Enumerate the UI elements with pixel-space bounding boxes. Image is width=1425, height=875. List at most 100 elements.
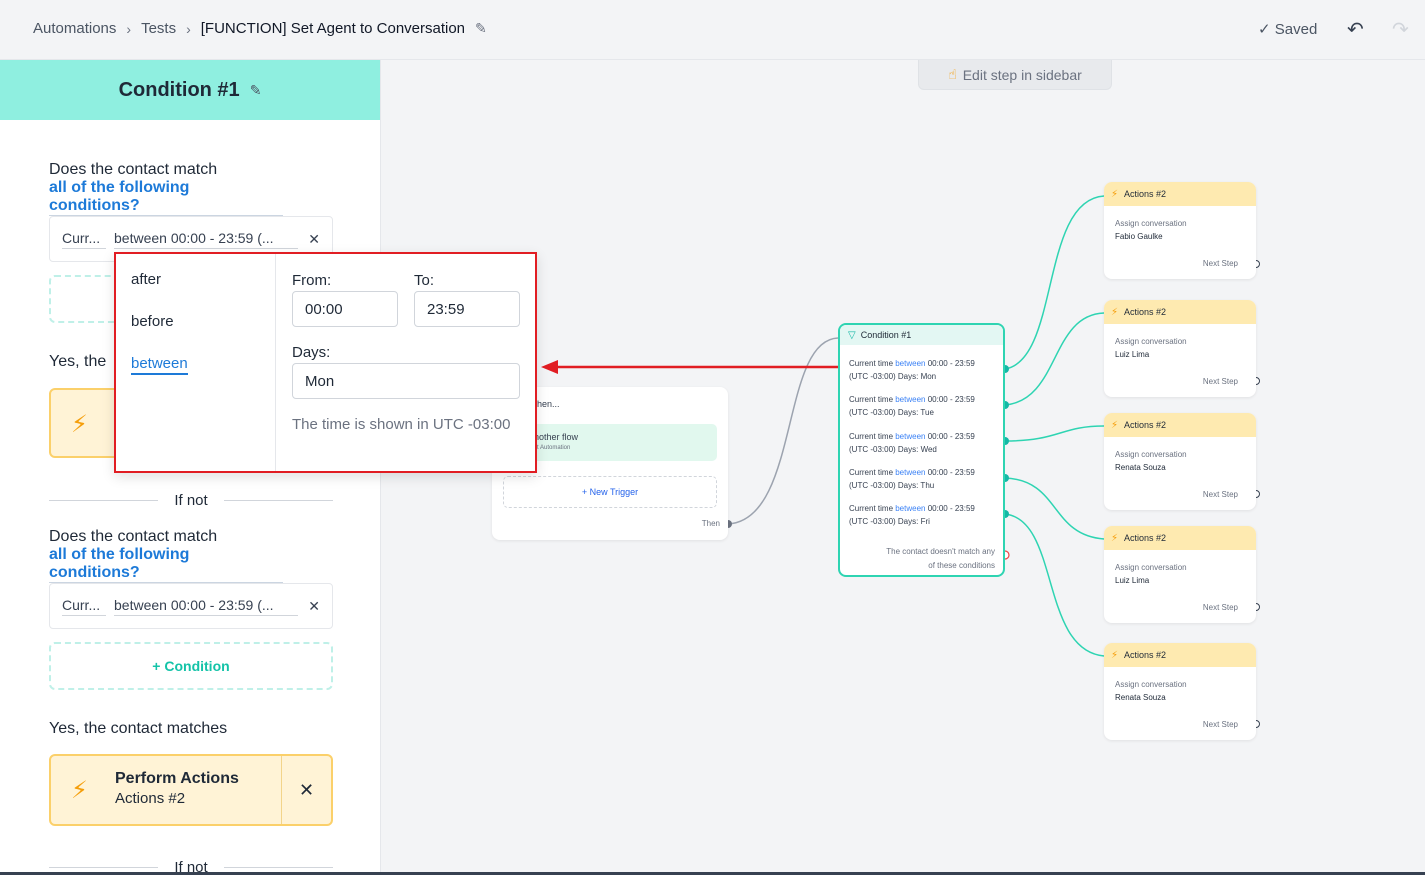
- breadcrumb-tests[interactable]: Tests: [141, 20, 177, 37]
- condition-node-row: Current time between 00:00 - 23:59(UTC -…: [849, 504, 975, 526]
- condition-node-row: Current time between 00:00 - 23:59(UTC -…: [849, 468, 975, 490]
- next-step-label[interactable]: Next Step: [1202, 259, 1238, 268]
- trigger-flow-sub: st Automation: [534, 445, 571, 451]
- to-time-input[interactable]: 23:59: [414, 291, 520, 327]
- lightning-icon: ⚡: [1111, 532, 1119, 544]
- operator-option-after[interactable]: after: [131, 271, 162, 288]
- days-select[interactable]: Mon: [292, 363, 520, 399]
- time-condition-popup: after before between From: 00:00 To: 23:…: [114, 252, 537, 473]
- yes-label: Yes, the contact matches: [49, 720, 228, 737]
- yes-label-partial: Yes, the: [49, 353, 107, 370]
- match-mode-link[interactable]: all of the following conditions?: [49, 179, 283, 216]
- action-label: Assign conversation: [1115, 337, 1187, 346]
- window-bottom-border: [0, 872, 1425, 875]
- to-label: To:: [414, 272, 435, 289]
- close-icon[interactable]: ✕: [308, 597, 320, 614]
- breadcrumb: Automations › Tests › [FUNCTION] Set Age…: [33, 20, 487, 37]
- match-mode-link[interactable]: all of the following conditions?: [49, 546, 283, 583]
- trigger-flow-title: nother flow: [534, 432, 579, 442]
- from-time-input[interactable]: 00:00: [292, 291, 398, 327]
- breadcrumb-automations[interactable]: Automations: [33, 20, 117, 37]
- condition-node-row: Current time between 00:00 - 23:59(UTC -…: [849, 395, 975, 417]
- close-icon[interactable]: ✕: [308, 230, 320, 247]
- trigger-flow-item[interactable]: nother flow st Automation: [522, 424, 717, 461]
- lightning-icon: ⚡: [1111, 649, 1119, 661]
- condition-node[interactable]: ▽ Condition #1 Current time between 00:0…: [838, 323, 1005, 577]
- condition-field[interactable]: Curr...: [62, 230, 106, 249]
- condition-node-title: Condition #1: [860, 330, 912, 340]
- days-label: Days:: [292, 344, 331, 361]
- hint-label: Edit step in sidebar: [962, 66, 1082, 83]
- then-label: Then: [701, 519, 720, 528]
- filter-icon: ▽: [848, 329, 856, 341]
- saved-status: ✓ Saved: [1258, 20, 1317, 38]
- operator-list: after before between: [116, 254, 276, 471]
- action-node-header: ⚡Actions #2: [1104, 300, 1256, 324]
- edit-step-hint: ☝ Edit step in sidebar: [918, 60, 1112, 90]
- if-not-divider: If not: [49, 857, 334, 875]
- action-node[interactable]: ⚡Actions #2 Assign conversation Luiz Lim…: [1104, 300, 1256, 397]
- operator-option-between[interactable]: between: [131, 355, 188, 375]
- redo-icon[interactable]: ↷: [1392, 19, 1409, 41]
- lightning-icon: ⚡: [1111, 419, 1119, 431]
- action-agent: Fabio Gaulke: [1115, 232, 1163, 241]
- from-label: From:: [292, 272, 332, 289]
- condition-node-row: Current time between 00:00 - 23:59(UTC -…: [849, 359, 975, 381]
- add-condition-button[interactable]: + Condition: [49, 642, 333, 690]
- breadcrumb-current: [FUNCTION] Set Agent to Conversation: [200, 20, 466, 37]
- undo-icon[interactable]: ↶: [1347, 19, 1364, 41]
- condition-node-header: ▽ Condition #1: [840, 325, 1003, 345]
- close-icon[interactable]: ✕: [281, 756, 331, 824]
- action-node[interactable]: ⚡Actions #2 Assign conversation Renata S…: [1104, 643, 1256, 740]
- perform-actions-card[interactable]: ⚡ Perform Actions Actions #2 ✕: [49, 754, 333, 826]
- next-step-label[interactable]: Next Step: [1202, 377, 1238, 386]
- next-step-label[interactable]: Next Step: [1202, 603, 1238, 612]
- top-bar: Automations › Tests › [FUNCTION] Set Age…: [0, 0, 1425, 60]
- match-question: Does the contact match all of the follow…: [49, 528, 283, 583]
- action-label: Assign conversation: [1115, 680, 1187, 689]
- action-node-header: ⚡Actions #2: [1104, 413, 1256, 437]
- condition-row[interactable]: Curr... between 00:00 - 23:59 (... ✕: [49, 216, 333, 262]
- perform-actions-subtitle: Actions #2: [115, 790, 186, 807]
- action-node-header: ⚡Actions #2: [1104, 526, 1256, 550]
- new-trigger-button[interactable]: + New Trigger: [503, 476, 717, 508]
- if-not-divider: If not: [49, 490, 334, 510]
- condition-field[interactable]: Curr...: [62, 597, 106, 616]
- action-label: Assign conversation: [1115, 563, 1187, 572]
- action-agent: Renata Souza: [1115, 693, 1166, 702]
- action-label: Assign conversation: [1115, 219, 1187, 228]
- edit-pencil-icon[interactable]: ✎: [249, 81, 262, 98]
- action-node[interactable]: ⚡Actions #2 Assign conversation Luiz Lim…: [1104, 526, 1256, 623]
- trigger-header: hen...: [537, 399, 560, 409]
- action-node-header: ⚡Actions #2: [1104, 643, 1256, 667]
- timezone-note: The time is shown in UTC -03:00: [292, 416, 511, 433]
- condition-node-row: Current time between 00:00 - 23:59(UTC -…: [849, 432, 975, 454]
- action-node-header: ⚡Actions #2: [1104, 182, 1256, 206]
- action-label: Assign conversation: [1115, 450, 1187, 459]
- action-agent: Renata Souza: [1115, 463, 1166, 472]
- condition-row[interactable]: Curr... between 00:00 - 23:59 (... ✕: [49, 583, 333, 629]
- pointing-hand-icon: ☝: [948, 66, 957, 82]
- lightning-icon: ⚡: [71, 777, 88, 804]
- next-step-label[interactable]: Next Step: [1202, 490, 1238, 499]
- action-node[interactable]: ⚡Actions #2 Assign conversation Fabio Ga…: [1104, 182, 1256, 279]
- match-question: Does the contact match all of the follow…: [49, 161, 283, 216]
- sidebar-header: Condition #1 ✎: [0, 60, 380, 120]
- lightning-icon: ⚡: [71, 411, 88, 438]
- edit-pencil-icon[interactable]: ✎: [475, 20, 487, 36]
- action-node[interactable]: ⚡Actions #2 Assign conversation Renata S…: [1104, 413, 1256, 510]
- perform-actions-title: Perform Actions: [115, 770, 239, 787]
- operator-option-before[interactable]: before: [131, 313, 174, 330]
- check-icon: ✓: [1258, 21, 1271, 38]
- action-agent: Luiz Lima: [1115, 350, 1150, 359]
- condition-value[interactable]: between 00:00 - 23:59 (...: [114, 230, 298, 249]
- chevron-right-icon: ›: [126, 20, 132, 37]
- lightning-icon: ⚡: [1111, 306, 1119, 318]
- chevron-right-icon: ›: [186, 20, 191, 37]
- action-agent: Luiz Lima: [1115, 576, 1150, 585]
- lightning-icon: ⚡: [1111, 188, 1119, 200]
- next-step-label[interactable]: Next Step: [1202, 720, 1238, 729]
- condition-value[interactable]: between 00:00 - 23:59 (...: [114, 597, 298, 616]
- saved-label: Saved: [1274, 21, 1318, 38]
